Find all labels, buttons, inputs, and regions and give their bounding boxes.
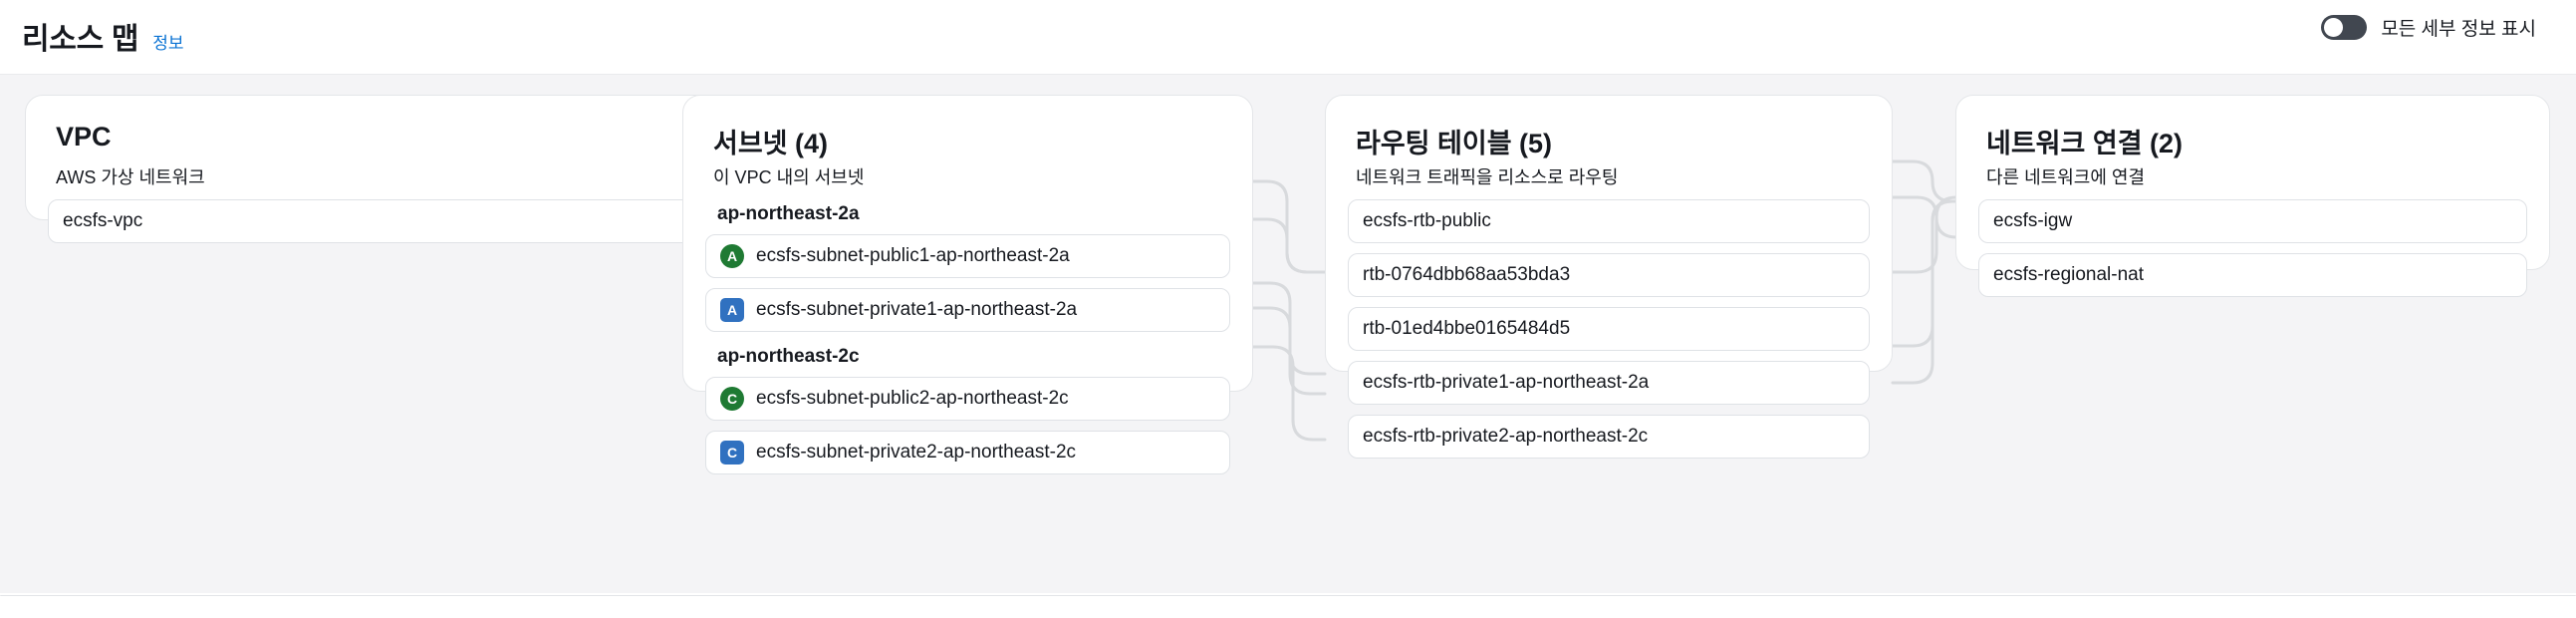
column-vpc: VPC AWS 가상 네트워크 ecsfs-vpc — [25, 95, 719, 243]
column-body-network-connections: ecsfs-igw ecsfs-regional-nat — [1956, 199, 2549, 307]
resource-label: ecsfs-subnet-private2-ap-northeast-2c — [756, 442, 1077, 463]
resource-label: ecsfs-vpc — [63, 210, 143, 231]
column-network-connections: 네트워크 연결 (2) 다른 네트워크에 연결 ecsfs-igw ecsfs-… — [1955, 95, 2550, 297]
resource-label: ecsfs-rtb-public — [1363, 210, 1491, 231]
private-subnet-badge-icon: C — [720, 441, 744, 464]
column-subtitle-network-connections: 다른 네트워크에 연결 — [1986, 167, 2146, 187]
info-link[interactable]: 정보 — [152, 34, 184, 53]
resource-chip-rtb-01ed[interactable]: rtb-01ed4bbe0165484d5 — [1348, 307, 1870, 351]
resource-chip-subnet-private1[interactable]: A ecsfs-subnet-private1-ap-northeast-2a — [705, 288, 1230, 332]
resource-label: ecsfs-subnet-public1-ap-northeast-2a — [756, 245, 1070, 266]
toggle-knob — [2324, 18, 2344, 37]
column-title-vpc: VPC — [56, 122, 112, 152]
column-subtitle-vpc: AWS 가상 네트워크 — [56, 167, 205, 187]
page-title: 리소스 맵 — [22, 23, 139, 56]
public-subnet-badge-icon: A — [720, 244, 744, 268]
column-body-vpc: ecsfs-vpc — [26, 199, 718, 253]
resource-chip-rtb-private2[interactable]: ecsfs-rtb-private2-ap-northeast-2c — [1348, 415, 1870, 459]
resource-map-canvas: VPC AWS 가상 네트워크 ecsfs-vpc 서브넷 (4) 이 VPC … — [0, 75, 2576, 593]
resource-chip-rtb-public[interactable]: ecsfs-rtb-public — [1348, 199, 1870, 243]
public-subnet-badge-icon: C — [720, 387, 744, 411]
az-group-2a: ap-northeast-2a A ecsfs-subnet-public1-a… — [705, 203, 1230, 332]
resource-label: ecsfs-igw — [1993, 210, 2073, 231]
column-subtitle-route-tables: 네트워크 트래픽을 리소스로 라우팅 — [1356, 167, 1619, 187]
header-right: 모든 세부 정보 표시 — [2321, 14, 2536, 41]
column-subnets: 서브넷 (4) 이 VPC 내의 서브넷 ap-northeast-2a A e… — [682, 95, 1253, 474]
column-title-subnets: 서브넷 (4) — [713, 129, 829, 158]
resource-label: rtb-0764dbb68aa53bda3 — [1363, 264, 1571, 285]
resource-label: ecsfs-rtb-private2-ap-northeast-2c — [1363, 426, 1649, 447]
az-heading: ap-northeast-2a — [717, 203, 860, 224]
column-title-network-connections: 네트워크 연결 (2) — [1986, 129, 2184, 158]
resource-chip-rtb-0764[interactable]: rtb-0764dbb68aa53bda3 — [1348, 253, 1870, 297]
resource-label: rtb-01ed4bbe0165484d5 — [1363, 318, 1571, 339]
resource-chip-subnet-public2[interactable]: C ecsfs-subnet-public2-ap-northeast-2c — [705, 377, 1230, 421]
resource-label: ecsfs-rtb-private1-ap-northeast-2a — [1363, 372, 1650, 393]
panel-header: 리소스 맵 정보 모든 세부 정보 표시 — [0, 0, 2576, 75]
resource-chip-igw[interactable]: ecsfs-igw — [1978, 199, 2527, 243]
show-all-details-toggle[interactable] — [2321, 15, 2368, 40]
resource-label: ecsfs-subnet-private1-ap-northeast-2a — [756, 299, 1078, 320]
resource-chip-subnet-private2[interactable]: C ecsfs-subnet-private2-ap-northeast-2c — [705, 431, 1230, 474]
resource-chip-vpc[interactable]: ecsfs-vpc — [48, 199, 696, 243]
private-subnet-badge-icon: A — [720, 298, 744, 322]
connector-wires — [1251, 159, 1957, 442]
column-route-tables: 라우팅 테이블 (5) 네트워크 트래픽을 리소스로 라우팅 ecsfs-rtb… — [1325, 95, 1893, 459]
resource-chip-rtb-private1[interactable]: ecsfs-rtb-private1-ap-northeast-2a — [1348, 361, 1870, 405]
az-heading: ap-northeast-2c — [717, 346, 860, 367]
resource-label: ecsfs-subnet-public2-ap-northeast-2c — [756, 388, 1069, 409]
resource-chip-regional-nat[interactable]: ecsfs-regional-nat — [1978, 253, 2527, 297]
footer-divider — [0, 595, 2576, 596]
show-all-details-label: 모든 세부 정보 표시 — [2381, 19, 2536, 40]
column-body-subnets: ap-northeast-2a A ecsfs-subnet-public1-a… — [683, 199, 1252, 484]
column-title-route-tables: 라우팅 테이블 (5) — [1356, 129, 1553, 158]
column-subtitle-subnets: 이 VPC 내의 서브넷 — [713, 167, 865, 187]
az-group-2c: ap-northeast-2c C ecsfs-subnet-public2-a… — [705, 346, 1230, 474]
column-body-route-tables: ecsfs-rtb-public rtb-0764dbb68aa53bda3 r… — [1326, 199, 1892, 468]
resource-label: ecsfs-regional-nat — [1993, 264, 2145, 285]
header-left: 리소스 맵 정보 — [22, 14, 184, 58]
resource-chip-subnet-public1[interactable]: A ecsfs-subnet-public1-ap-northeast-2a — [705, 234, 1230, 278]
